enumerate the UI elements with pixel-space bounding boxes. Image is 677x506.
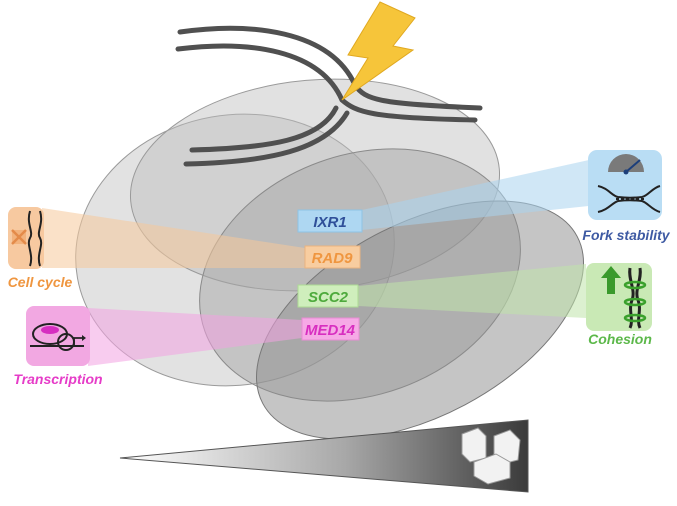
cohesin-icon: [623, 267, 647, 329]
connector-cell-cycle: [42, 208, 305, 268]
cohesion-icon-box: [586, 263, 652, 331]
cell-cycle-icon-box: [8, 207, 44, 269]
gradient-wedge: [119, 419, 529, 493]
dna-strand-top-outer: [177, 25, 483, 111]
cell-cycle-arrest-icon: [11, 229, 27, 245]
connector-fork-stability: [362, 158, 598, 230]
gauge-icon: [608, 154, 644, 175]
connector-cohesion: [358, 264, 586, 318]
connector-transcription: [88, 308, 302, 366]
lightning-bolt-icon: [341, 1, 416, 101]
process-label-cohesion: Cohesion: [588, 331, 652, 347]
up-arrow-icon: [601, 266, 621, 294]
process-label-transcription: Transcription: [13, 371, 102, 387]
gene-label-rad9: RAD9: [312, 250, 353, 267]
cubes-icon: [461, 427, 521, 485]
gene-label-scc2: SCC2: [308, 289, 349, 306]
transcription-icon: [30, 323, 86, 351]
gene-label-ixr1: IXR1: [313, 214, 346, 231]
process-label-fork-stability: Fork stability: [582, 227, 670, 243]
gene-box-med14: MED14: [301, 317, 360, 341]
gene-box-scc2: SCC2: [297, 284, 359, 308]
transcription-icon-box: [26, 306, 90, 366]
gene-label-med14: MED14: [305, 322, 356, 339]
dna-strand-bottom-inner: [189, 105, 339, 153]
gene-box-rad9: RAD9: [304, 245, 361, 269]
process-label-cell-cycle: Cell cycle: [8, 274, 73, 290]
dna-strand-top-inner: [175, 43, 478, 123]
chromosome-icon: [27, 210, 43, 267]
dna-strand-bottom-outer: [183, 110, 350, 167]
dna-fork-icon: [175, 25, 483, 167]
gene-box-ixr1: IXR1: [297, 209, 363, 233]
fork-stability-icon-box: [588, 150, 662, 220]
replication-bubble-icon: [597, 185, 661, 213]
